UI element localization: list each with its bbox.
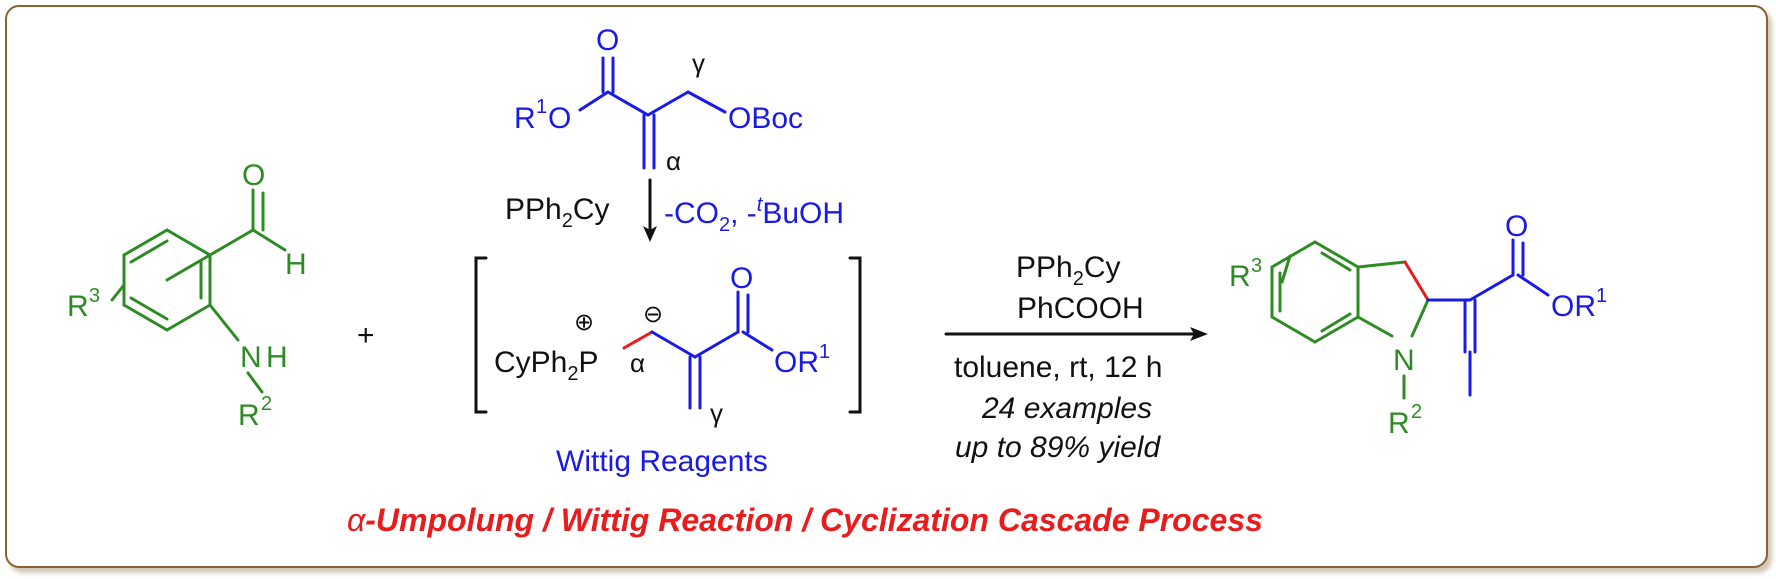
aldehyde-r3-superscript: 3 xyxy=(89,285,100,307)
down-arrow-step: PPh2Cy -CO2, -tBuOH xyxy=(505,178,844,242)
product-nitrogen-label: N xyxy=(1393,344,1415,377)
minus-charge-symbol: ⊖ xyxy=(643,301,663,328)
ylide-carbonyl-oxygen: O xyxy=(730,262,753,295)
precursor-gamma-label: γ xyxy=(692,48,705,78)
solvent-temp-time-label: toluene, rt, 12 h xyxy=(954,351,1162,384)
product-ester-label: OR1 xyxy=(1551,285,1607,323)
right-bracket xyxy=(848,256,862,414)
right-arrow-head xyxy=(1190,327,1208,341)
amine-nitrogen-label: N xyxy=(240,341,262,374)
amine-hydrogen-label: H xyxy=(266,341,288,374)
down-arrow-head xyxy=(643,226,657,242)
ylide-gamma-label: γ xyxy=(710,398,723,428)
aldehyde-oxygen-label: O xyxy=(242,159,265,192)
precursor-ester-oxygen: O xyxy=(548,102,571,135)
reaction-arrow-step: PPh2Cy PhCOOH toluene, rt, 12 h 24 examp… xyxy=(944,251,1208,464)
precursor-oboc-label: OBoc xyxy=(728,102,803,135)
examples-count-label: 24 examples xyxy=(981,392,1152,425)
precursor-carbonyl-oxygen: O xyxy=(596,24,619,57)
mbh-carbonate-structure: O R 1 O OBoc γ α xyxy=(514,24,803,176)
indoline-product-structure: N R 2 R 3 O OR1 xyxy=(1229,210,1607,440)
aldehyde-r2-superscript: 2 xyxy=(261,393,272,415)
aldehyde-r2-label: R xyxy=(238,399,260,432)
product-r3-superscript: 3 xyxy=(1251,255,1262,277)
benzene-ring-bonds xyxy=(122,228,212,332)
cascade-title: α-Umpolung / Wittig Reaction / Cyclizati… xyxy=(347,502,1263,538)
product-carbonyl-oxygen: O xyxy=(1505,210,1528,243)
precursor-r1-label: R xyxy=(514,102,536,135)
phosphine-reagent-label: PPh2Cy xyxy=(505,193,610,232)
ylide-ester-label: OR1 xyxy=(774,341,830,379)
precursor-alpha-label: α xyxy=(666,146,681,176)
aldehyde-hydrogen-label: H xyxy=(285,248,307,281)
ylide-intermediate: CyPh2P ⊕ ⊖ α O OR1 γ Wittig Reagents xyxy=(474,256,862,478)
additive-label: PhCOOH xyxy=(1017,292,1144,325)
aldehyde-r3-label: R xyxy=(67,290,89,323)
scheme-frame xyxy=(5,5,1768,568)
catalyst-label: PPh2Cy xyxy=(1016,251,1121,290)
wittig-reagents-caption: Wittig Reagents xyxy=(556,445,768,478)
precursor-r1-superscript: 1 xyxy=(536,96,547,118)
product-r3-label: R xyxy=(1229,260,1251,293)
left-bracket xyxy=(474,256,488,414)
plus-charge-symbol: ⊕ xyxy=(574,309,594,336)
yield-label: up to 89% yield xyxy=(955,431,1161,464)
ylide-phosphonium-label: CyPh2P xyxy=(494,346,599,385)
byproducts-label: -CO2, -tBuOH xyxy=(664,194,844,236)
aminobenzaldehyde-structure: O H R 3 N H R 2 xyxy=(67,159,307,432)
ylide-alpha-label: α xyxy=(630,348,645,378)
plus-sign: + xyxy=(357,319,375,352)
product-r2-superscript: 2 xyxy=(1411,401,1422,423)
product-r2-label: R xyxy=(1388,407,1410,440)
